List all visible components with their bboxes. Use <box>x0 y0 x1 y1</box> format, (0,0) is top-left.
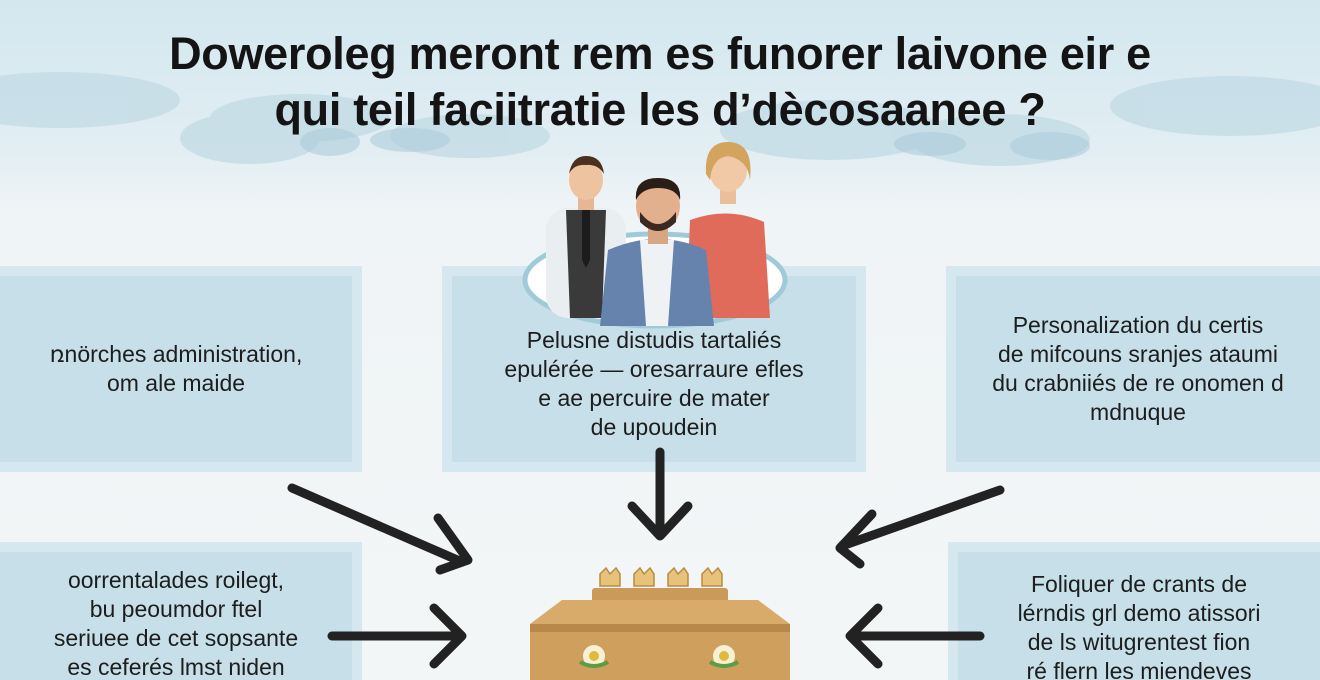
box-right-top-text: Personalization du certis de mifcouns sr… <box>992 312 1284 425</box>
box-right-bottom: Foliquer de crants de lérndis grl demo a… <box>948 542 1320 680</box>
box-center: Pelusne distudis tartaliés epulérée — or… <box>442 266 866 472</box>
box-right-top: Personalization du certis de mifcouns sr… <box>946 266 1320 472</box>
page-title: Doweroleg meront rem es funorer laivone … <box>40 26 1280 138</box>
cloud-backdrop <box>0 72 1320 166</box>
title-line-2: qui teil faciitratie les d’dècosaanee ? <box>274 84 1046 135</box>
box-right-bottom-text: Foliquer de crants de lérndis grl demo a… <box>1017 571 1261 680</box>
box-left-top: ռnörches administration, om ale maide <box>0 266 362 472</box>
box-center-text: Pelusne distudis tartaliés epulérée — or… <box>504 327 804 440</box>
box-left-bottom-text: oorrentalades roilegt, bu peoumdor ftel … <box>53 567 299 680</box>
title-line-1: Doweroleg meront rem es funorer laivone … <box>169 28 1151 79</box>
family-group-icon <box>522 142 788 329</box>
coffin-icon <box>530 566 790 680</box>
box-left-top-text: ռnörches administration, om ale maide <box>49 341 303 396</box>
box-left-bottom: oorrentalades roilegt, bu peoumdor ftel … <box>0 542 362 680</box>
